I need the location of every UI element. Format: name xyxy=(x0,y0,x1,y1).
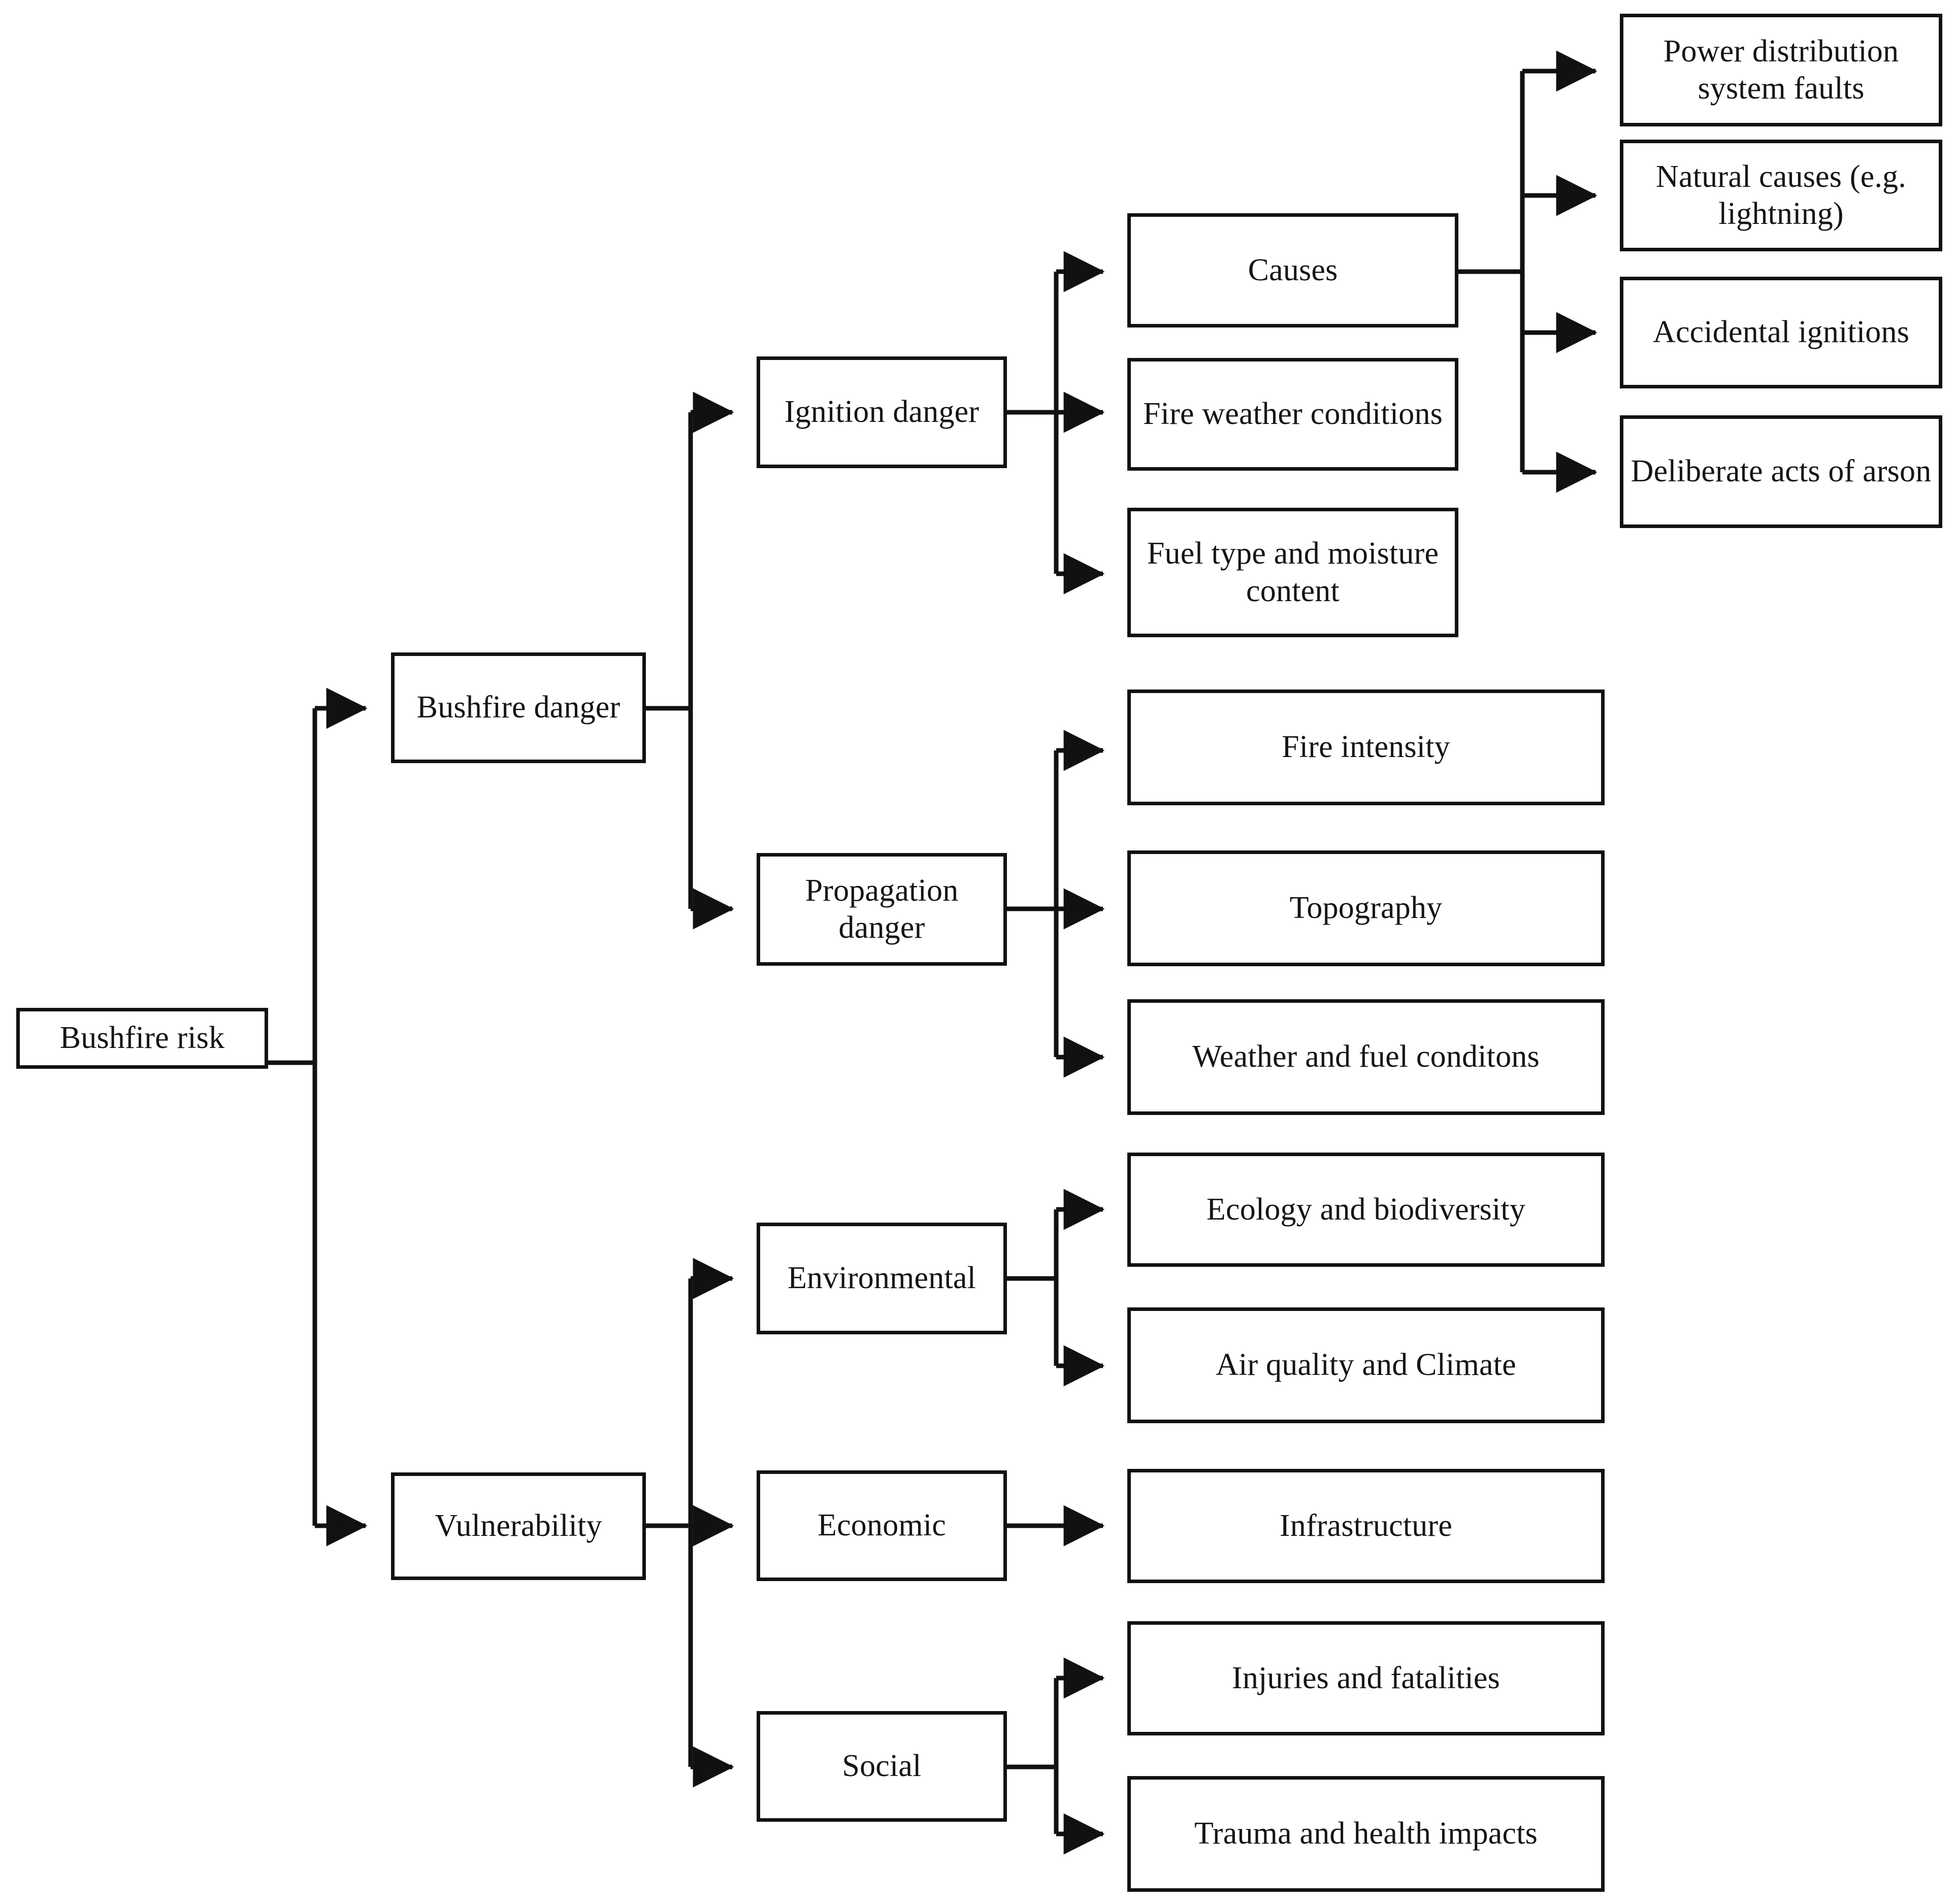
node-bushfire-danger-label: Bushfire danger xyxy=(416,690,621,725)
node-fuel-type-moisture[interactable]: Fuel type and moisture content xyxy=(1127,508,1458,637)
node-natural-causes[interactable]: Natural causes (e.g. lightning) xyxy=(1620,140,1942,251)
node-causes-label: Causes xyxy=(1248,252,1338,287)
node-fuel-type-moisture-label: Fuel type and moisture content xyxy=(1147,536,1439,608)
node-deliberate-arson-label: Deliberate acts of arson xyxy=(1631,454,1932,489)
node-vulnerability-label: Vulnerability xyxy=(435,1508,602,1544)
node-infrastructure-label: Infrastructure xyxy=(1279,1508,1453,1543)
node-bushfire-risk[interactable]: Bushfire risk xyxy=(16,1008,268,1069)
node-accidental-ignitions[interactable]: Accidental ignitions xyxy=(1620,277,1942,388)
node-trauma-health-impacts-label: Trauma and health impacts xyxy=(1194,1816,1538,1851)
node-fire-intensity-label: Fire intensity xyxy=(1282,730,1450,765)
node-social-label: Social xyxy=(842,1749,922,1784)
node-natural-causes-label: Natural causes (e.g. lightning) xyxy=(1656,159,1906,231)
node-propagation-danger-label: Propagation danger xyxy=(805,873,959,945)
node-ecology-biodiversity-label: Ecology and biodiversity xyxy=(1206,1192,1526,1227)
node-power-distribution-faults[interactable]: Power distribution system faults xyxy=(1620,14,1942,126)
node-topography[interactable]: Topography xyxy=(1127,850,1605,966)
node-fire-weather-conditions-label: Fire weather conditions xyxy=(1143,397,1443,432)
node-ignition-danger-label: Ignition danger xyxy=(784,395,980,430)
node-environmental-label: Environmental xyxy=(787,1261,976,1296)
node-infrastructure[interactable]: Infrastructure xyxy=(1127,1469,1605,1583)
node-weather-fuel-conditions[interactable]: Weather and fuel conditons xyxy=(1127,999,1605,1115)
node-vulnerability[interactable]: Vulnerability xyxy=(391,1472,646,1580)
node-fire-intensity[interactable]: Fire intensity xyxy=(1127,690,1605,805)
node-causes[interactable]: Causes xyxy=(1127,213,1458,327)
node-ignition-danger[interactable]: Ignition danger xyxy=(757,356,1007,468)
node-accidental-ignitions-label: Accidental ignitions xyxy=(1652,315,1910,350)
node-bushfire-risk-label: Bushfire risk xyxy=(59,1021,225,1056)
node-injuries-fatalities-label: Injuries and fatalities xyxy=(1232,1660,1500,1695)
node-topography-label: Topography xyxy=(1289,891,1443,926)
node-propagation-danger[interactable]: Propagation danger xyxy=(757,853,1007,966)
node-ecology-biodiversity[interactable]: Ecology and biodiversity xyxy=(1127,1153,1605,1267)
node-fire-weather-conditions[interactable]: Fire weather conditions xyxy=(1127,358,1458,471)
node-trauma-health-impacts[interactable]: Trauma and health impacts xyxy=(1127,1776,1605,1892)
node-environmental[interactable]: Environmental xyxy=(757,1223,1007,1334)
node-social[interactable]: Social xyxy=(757,1711,1007,1822)
node-weather-fuel-conditions-label: Weather and fuel conditons xyxy=(1192,1039,1540,1074)
node-economic-label: Economic xyxy=(818,1508,946,1543)
node-bushfire-danger[interactable]: Bushfire danger xyxy=(391,652,646,763)
node-injuries-fatalities[interactable]: Injuries and fatalities xyxy=(1127,1621,1605,1735)
node-economic[interactable]: Economic xyxy=(757,1470,1007,1581)
node-power-distribution-faults-label: Power distribution system faults xyxy=(1663,34,1899,106)
node-air-quality-climate[interactable]: Air quality and Climate xyxy=(1127,1307,1605,1423)
node-air-quality-climate-label: Air quality and Climate xyxy=(1216,1348,1516,1383)
node-deliberate-arson[interactable]: Deliberate acts of arson xyxy=(1620,415,1942,528)
